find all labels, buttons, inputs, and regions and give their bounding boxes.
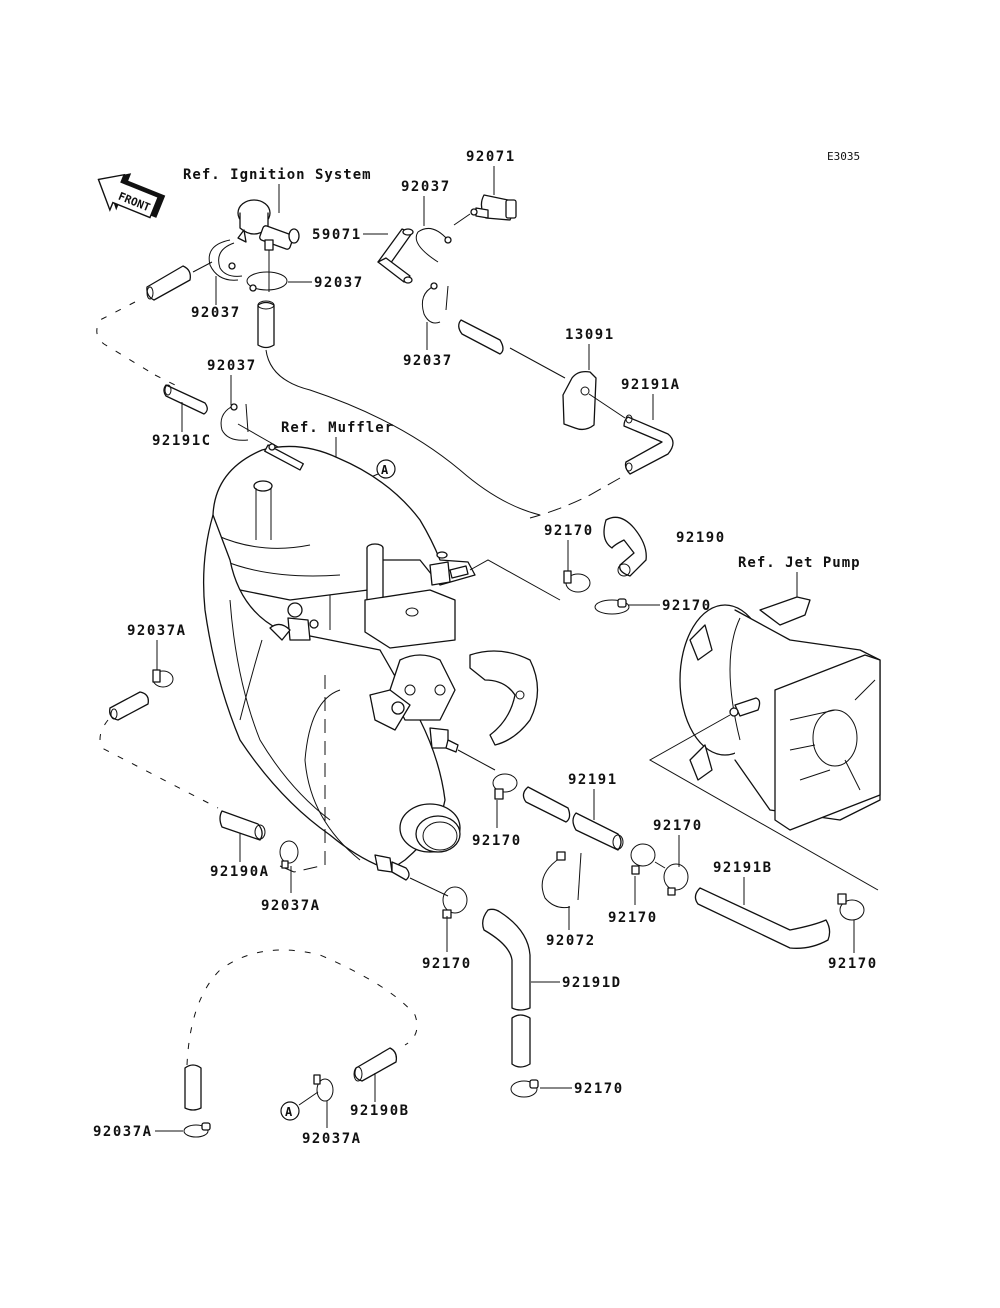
band-clamp-92072 [541,851,582,909]
part-label-92190B: 92190B [350,1103,410,1119]
hose-clamp-92037A [279,840,299,869]
hose-clamp-92037A [152,669,174,688]
part-label-13091: 13091 [565,327,615,343]
part-label-92037: 92037 [191,305,241,321]
hose-92191 [522,786,624,851]
part-label-92170: 92170 [544,523,594,539]
damper-13091 [562,370,597,431]
clamp-92037 [246,271,288,292]
hose-clamp-92170 [510,1079,539,1098]
svg-text:A: A [381,463,389,477]
hose-clamp-92170 [492,773,518,800]
connector-a-marker: A [280,1101,300,1121]
svg-text:A: A [285,1105,293,1119]
hose-92190B [353,1047,398,1082]
hose-92190 [603,516,647,577]
part-label-92170: 92170 [574,1081,624,1097]
ignition-fitting [237,199,300,251]
hose-clamp-92170 [630,843,656,875]
front-arrow-icon: FRONT [97,173,166,219]
part-label-92170: 92170 [608,910,658,926]
part-label-92191D: 92191D [562,975,622,991]
part-label-92190A: 92190A [210,864,270,880]
hose-segment [146,265,191,301]
part-label-92037: 92037 [403,353,453,369]
hose-clamp-92170 [663,863,689,896]
hose-92191D [482,908,531,1068]
hose-clamp-92170 [837,893,865,921]
part-label-92037A: 92037A [302,1131,362,1147]
hose-segment [184,1064,202,1111]
hose-92191A [623,414,674,475]
part-label-59071: 59071 [312,227,362,243]
muffler-assembly [202,443,561,897]
hose-92190A [219,810,266,841]
part-label-92191A: 92191A [621,377,681,393]
part-label-92191B: 92191B [713,860,773,876]
part-label-92072: 92072 [546,933,596,949]
hose-92191B [694,887,831,949]
part-label-92170: 92170 [662,598,712,614]
clamp-92037 [208,239,243,281]
part-label-92037: 92037 [207,358,257,374]
part-label-92037: 92037 [314,275,364,291]
hose-segment [458,319,504,355]
hose-clamp-92170 [594,598,630,615]
clamp-92037 [415,227,452,263]
part-label-92170: 92170 [828,956,878,972]
fitting-92071 [470,194,517,221]
jet-pump-housing [679,596,881,831]
hose-segment [109,691,149,721]
clamp-92037 [421,282,449,324]
part-label-92170: 92170 [422,956,472,972]
part-label-92170: 92170 [472,833,522,849]
elbow-fitting-59071 [377,228,414,284]
hose-clamp-92037A [313,1074,334,1102]
part-label-92191: 92191 [568,772,618,788]
clamp-92037 [220,403,249,441]
part-label-92037A: 92037A [127,623,187,639]
part-label-92037: 92037 [401,179,451,195]
part-label-92071: 92071 [466,149,516,165]
hose-segment [257,300,275,349]
diagram-code: E3035 [827,150,860,163]
hose-clamp-92037A [183,1122,211,1138]
part-label-92170: 92170 [653,818,703,834]
part-label-92037A: 92037A [93,1124,153,1140]
part-label-92037A: 92037A [261,898,321,914]
hose-clamp-92170 [442,886,468,919]
part-label-92191C: 92191C [152,433,212,449]
hose-92191C [163,384,208,415]
part-label-92190: 92190 [676,530,726,546]
hose-clamp-92170 [563,570,591,593]
ref-ignition-system-label: Ref. Ignition System [183,167,372,183]
ref-jet-pump-label: Ref. Jet Pump [738,555,861,571]
connector-a-marker: A [376,459,396,479]
ref-muffler-label: Ref. Muffler [281,420,394,436]
